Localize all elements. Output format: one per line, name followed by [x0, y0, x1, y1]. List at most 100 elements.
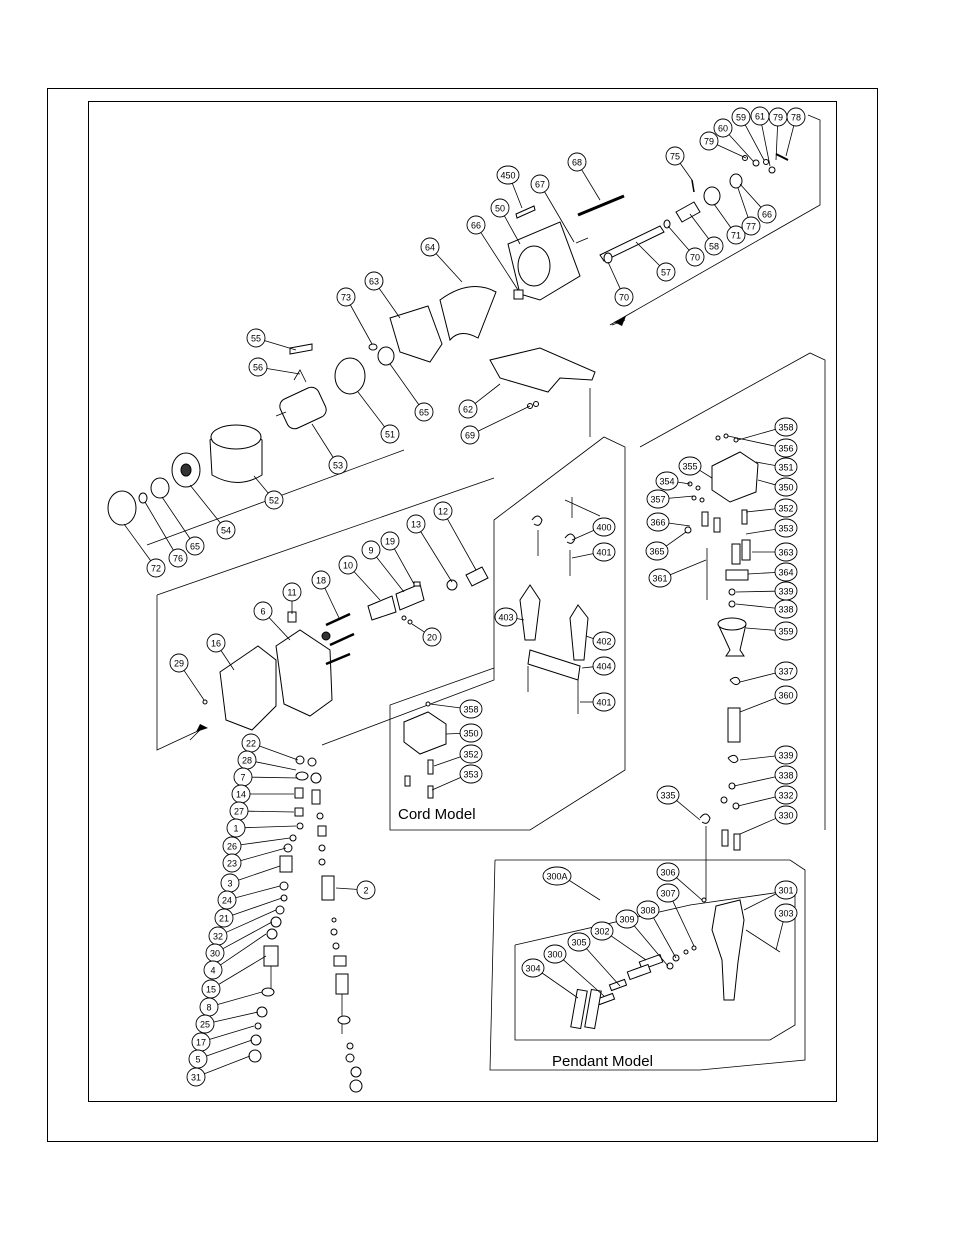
cord-model-parts [403, 515, 589, 799]
callout-circle [592, 631, 616, 651]
callout-circle [774, 562, 798, 582]
leader-line [253, 475, 269, 494]
callout-number: 17 [196, 1038, 206, 1048]
leader-line [743, 893, 777, 911]
callout-number: 332 [778, 791, 793, 801]
callout-circle [774, 599, 798, 619]
callout-circle [248, 357, 268, 377]
callout-14: 14 [231, 784, 251, 804]
leader-line [480, 232, 519, 291]
spring-part [729, 173, 743, 189]
callout-circle [774, 903, 798, 923]
leader-line [264, 340, 297, 351]
callout-58: 58 [704, 236, 724, 256]
callout-number: 360 [778, 691, 793, 701]
leader-line [785, 125, 795, 157]
callout-circle [459, 723, 483, 743]
leader-line [376, 556, 405, 593]
callout-13: 13 [406, 514, 426, 534]
leader-line [353, 571, 381, 601]
callout-360: 360 [774, 685, 798, 705]
callout-circle [460, 425, 480, 445]
callout-54: 54 [216, 520, 236, 540]
inlet-fitting-part [465, 566, 489, 587]
callout-337: 337 [774, 661, 798, 681]
callout-number: 301 [778, 886, 793, 896]
callout-number: 355 [682, 462, 697, 472]
callout-number: 51 [385, 430, 395, 440]
callout-402: 402 [592, 631, 616, 651]
boundary-lines [146, 114, 826, 1071]
leader-line [123, 523, 152, 561]
callout-351: 351 [774, 457, 798, 477]
callout-number: 54 [221, 526, 231, 536]
leader-line [544, 191, 575, 243]
ring-part [703, 186, 721, 206]
leader-lines [123, 124, 795, 1075]
callout-353: 353 [459, 764, 483, 784]
leader-line [447, 518, 477, 571]
leader-line [739, 183, 762, 208]
callout-400: 400 [592, 517, 616, 537]
callout-circle [656, 883, 680, 903]
washer-part [138, 492, 148, 504]
leader-line [445, 732, 461, 735]
callout-circle [774, 518, 798, 538]
callout-circle [530, 174, 550, 194]
leader-line [350, 304, 373, 345]
callout-circle [414, 402, 434, 422]
leader-line [653, 917, 677, 959]
arrow-icon [196, 724, 208, 732]
callout-354: 354 [655, 471, 679, 491]
callout-number: 75 [670, 152, 680, 162]
callout-circle [217, 890, 237, 910]
callout-number: 28 [242, 756, 252, 766]
middle-column-parts [310, 772, 363, 1093]
callout-circle [433, 501, 453, 521]
callout-number: 5 [195, 1055, 200, 1065]
callout-77: 77 [741, 216, 761, 236]
leader-line [733, 776, 776, 787]
leader-line [394, 548, 415, 585]
leader-line [610, 935, 647, 961]
leader-line [244, 825, 297, 829]
control-housing-part [711, 451, 759, 503]
callout-circle [253, 601, 273, 621]
pendant-upper-parts [684, 433, 759, 900]
callout-64: 64 [420, 237, 440, 257]
callout-number: 25 [200, 1020, 210, 1030]
callout-31: 31 [186, 1067, 206, 1087]
callout-305: 305 [567, 932, 591, 952]
arrow-icon [614, 316, 626, 326]
callout-circle [646, 489, 670, 509]
crossbar-part [527, 649, 581, 681]
callout-363: 363 [774, 542, 798, 562]
callout-76: 76 [168, 548, 188, 568]
callout-number: 14 [236, 790, 246, 800]
callout-number: 8 [206, 1003, 211, 1013]
callout-circle [168, 548, 188, 568]
leader-line [755, 461, 776, 466]
leader-line [226, 909, 277, 933]
callout-number: 62 [463, 405, 473, 415]
callout-number: 350 [778, 483, 793, 493]
callout-number: 338 [778, 771, 793, 781]
callout-circle [458, 399, 478, 419]
callout-number: 65 [190, 542, 200, 552]
pin-part [368, 343, 378, 351]
callout-72: 72 [146, 558, 166, 578]
callout-number: 77 [746, 222, 756, 232]
callout-number: 356 [778, 444, 793, 454]
callout-number: 330 [778, 811, 793, 821]
leader-line [259, 745, 299, 761]
callout-number: 27 [234, 807, 244, 817]
callout-circle [356, 880, 376, 900]
callout-circle [774, 621, 798, 641]
callout-365: 365 [645, 541, 669, 561]
leader-line [189, 484, 221, 524]
leader-line [516, 618, 525, 621]
callout-circle [648, 568, 672, 588]
leader-line [474, 383, 501, 404]
callout-circle [496, 165, 520, 185]
callout-71: 71 [726, 225, 746, 245]
